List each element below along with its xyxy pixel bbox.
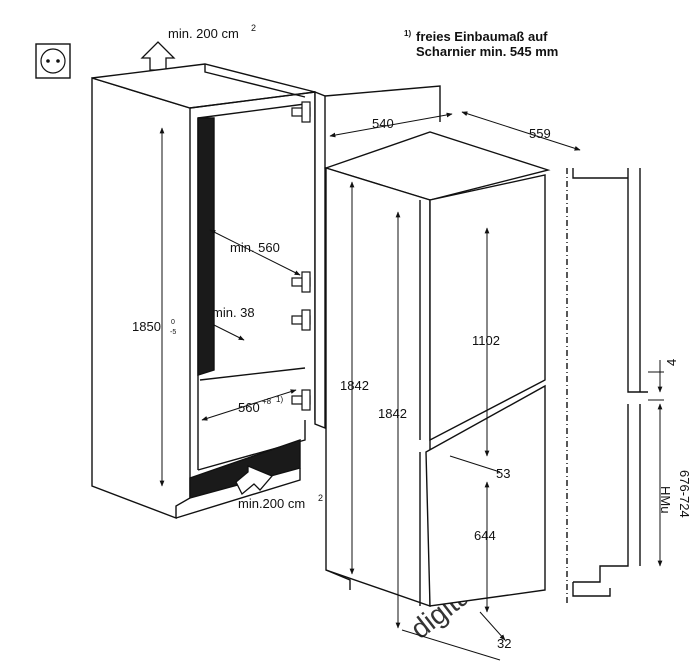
front-height-value: 1842: [378, 406, 407, 421]
top-vent-label: min. 200 cm: [168, 26, 239, 41]
appliance-width-dim-line: [329, 112, 453, 138]
niche-cabinet: [91, 63, 316, 520]
lower-door-value: 644: [474, 528, 496, 543]
niche-height-value: 1850: [132, 319, 161, 334]
side-gap-value: 4: [664, 359, 679, 366]
appliance-width-value: 540: [372, 116, 394, 131]
door-hinges: [291, 101, 311, 411]
top-vent-arrow: [140, 41, 176, 71]
appliance-depth-value: 559: [529, 126, 551, 141]
plinth-baseline: [401, 629, 501, 661]
niche-depth-dim-line: [209, 229, 301, 276]
hmu-label: HMu: [658, 486, 673, 513]
door-gap-dim-line: [449, 455, 501, 473]
upper-door-value: 1102: [472, 333, 500, 348]
bottom-vent-arrow: [235, 465, 274, 496]
niche-gap-value: min. 38: [212, 305, 255, 320]
niche-width-value: 560: [238, 400, 260, 415]
fridge-appliance: [323, 131, 551, 607]
plinth-dim-line: [479, 611, 506, 641]
niche-width-dim-line: [201, 389, 297, 421]
door-gap-value: 53: [496, 466, 510, 481]
appliance-depth-dim-line: [461, 111, 581, 151]
door-side-view: [566, 168, 648, 605]
body-height-value: 1842: [340, 378, 369, 393]
top-vent-sup: 2: [251, 23, 256, 33]
power-socket-icon: [35, 43, 71, 79]
niche-gap-dim-line: [213, 324, 245, 341]
footnote-line-1: freies Einbaumaß auf: [416, 29, 548, 44]
plinth-value: 32: [497, 636, 511, 651]
bottom-vent-label: min.200 cm: [238, 496, 305, 511]
footnote-line-2: Scharnier min. 545 mm: [416, 44, 558, 59]
niche-width-note: 1): [276, 395, 283, 404]
bottom-vent-sup: 2: [318, 493, 323, 503]
footnote-marker: 1): [404, 29, 411, 38]
niche-width-tol: +8: [262, 397, 272, 406]
niche-height-tol-upper: 0: [171, 319, 175, 326]
niche-height-tol-lower: -5: [170, 329, 176, 336]
hmu-range: 676-724: [677, 470, 692, 518]
niche-depth-value: min. 560: [230, 240, 280, 255]
